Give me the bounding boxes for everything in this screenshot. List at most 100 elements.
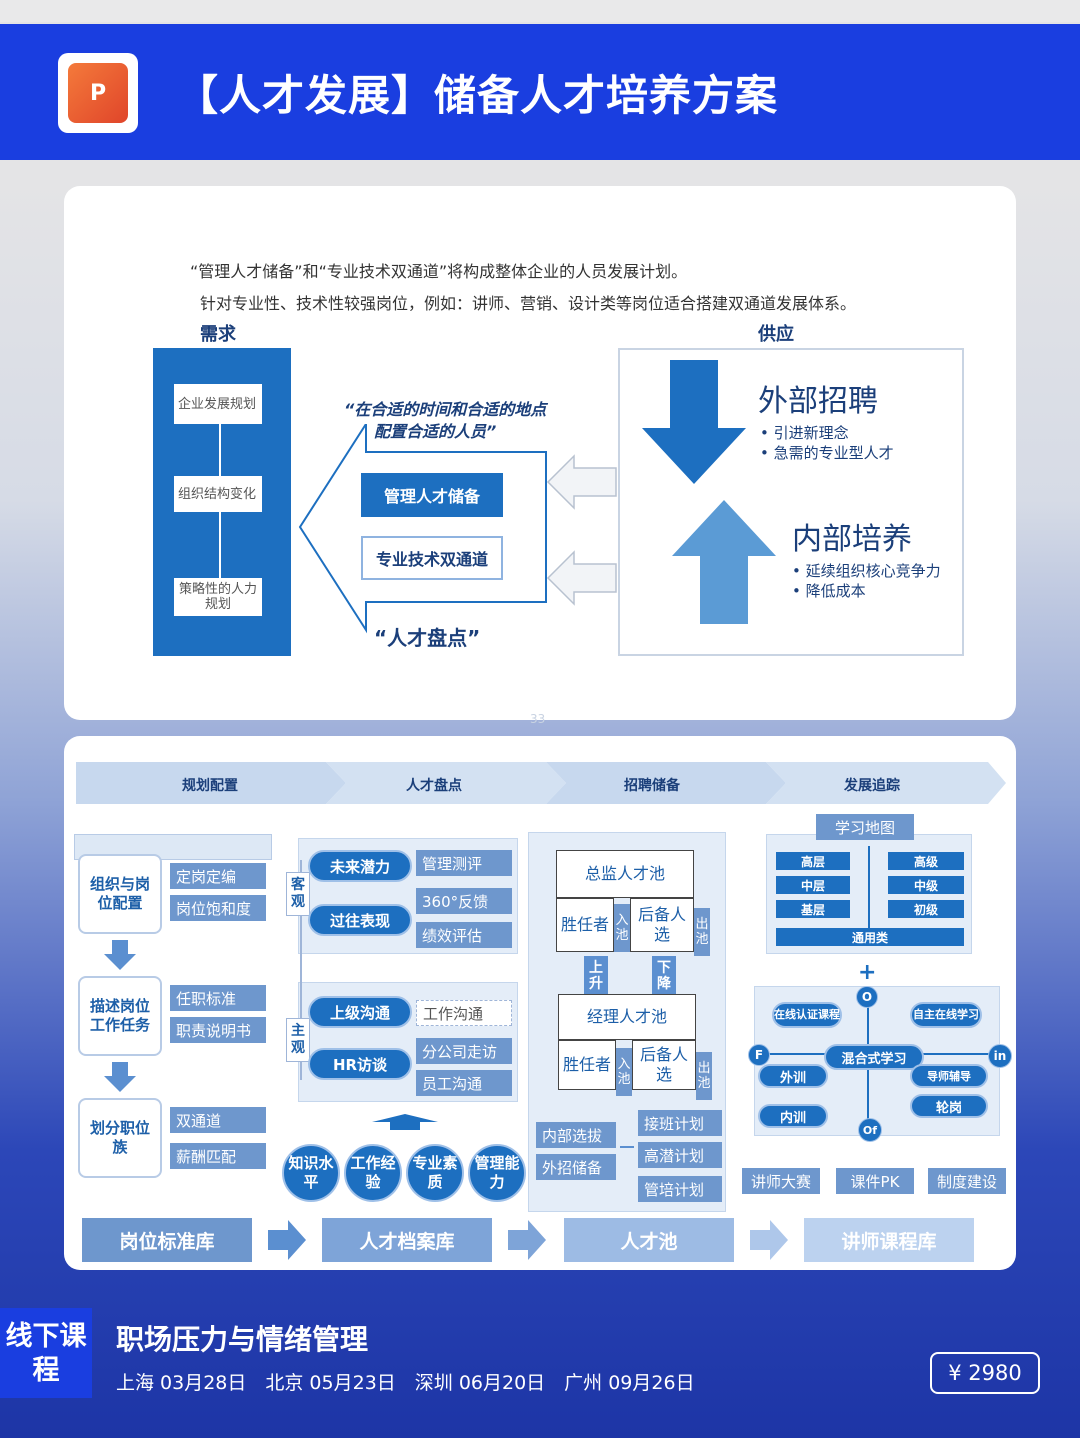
down-arrow-icon bbox=[104, 1062, 136, 1092]
left-block: 划分职位族 bbox=[78, 1098, 162, 1178]
competent-box: 胜任者 bbox=[558, 1040, 616, 1090]
up-tag: 上升 bbox=[584, 956, 608, 996]
general-level: 通用类 bbox=[776, 928, 964, 946]
demand-item: 组织结构变化 bbox=[174, 476, 262, 512]
eval-pill: 上级沟通 bbox=[308, 996, 412, 1028]
phase-label: 规划配置 bbox=[182, 778, 238, 794]
course-dates: 上海 03月28日 北京 05月23日 深圳 06月20日 广州 09月26日 bbox=[116, 1372, 695, 1394]
phase-banner bbox=[76, 762, 1006, 804]
quality-circle: 管理能力 bbox=[468, 1144, 526, 1202]
in-pool-tag: 入池 bbox=[614, 904, 630, 952]
tech-channel-box: 专业技术双通道 bbox=[361, 536, 503, 580]
bottom-chip: 讲师大赛 bbox=[742, 1168, 820, 1194]
left-chip: 定岗定编 bbox=[170, 863, 266, 889]
internal-train-title: 内部培养 bbox=[792, 522, 912, 557]
supply-label: 供应 bbox=[758, 324, 794, 345]
manager-pool: 经理人才池 bbox=[558, 994, 696, 1040]
slide-card-2: 规划配置 人才盘点 招聘储备 发展追踪 组织与岗位配置 描述岗位工作任务 划分职… bbox=[64, 736, 1016, 1270]
left-block: 组织与岗位配置 bbox=[78, 854, 162, 934]
left-chip: 岗位饱和度 bbox=[170, 895, 266, 921]
library-box: 讲师课程库 bbox=[804, 1218, 974, 1262]
eval-chip: 管理测评 bbox=[416, 850, 512, 876]
demand-item: 策略性的人力规划 bbox=[174, 578, 262, 616]
mixed-learning-pill: 混合式学习 bbox=[824, 1044, 924, 1070]
online-cert-pill: 在线认证课程 bbox=[772, 1002, 842, 1028]
mgmt-reserve-box: 管理人才储备 bbox=[361, 473, 503, 517]
level-right: 初级 bbox=[888, 900, 964, 918]
eval-chip: 绩效评估 bbox=[416, 922, 512, 948]
library-box: 人才档案库 bbox=[322, 1218, 492, 1262]
source-chip: 外招储备 bbox=[536, 1154, 616, 1180]
letter-in: in bbox=[988, 1044, 1012, 1068]
learning-map-title: 学习地图 bbox=[816, 814, 914, 840]
level-right: 中级 bbox=[888, 876, 964, 894]
source-chip: 内部选拔 bbox=[536, 1122, 616, 1148]
connector-line bbox=[300, 860, 302, 1080]
plan-chip: 管培计划 bbox=[638, 1176, 722, 1202]
plan-chip: 高潜计划 bbox=[638, 1142, 722, 1168]
level-left: 高层 bbox=[776, 852, 850, 870]
intro-line-2: 针对专业性、技术性较强岗位，例如：讲师、营销、设计类等岗位适合搭建双通道发展体系… bbox=[200, 294, 857, 313]
external-recruit-title: 外部招聘 bbox=[758, 384, 878, 419]
price-button[interactable]: ¥ 2980 bbox=[930, 1352, 1040, 1394]
int-item: • 延续组织核心竞争力 bbox=[792, 562, 941, 580]
course-title: 职场压力与情绪管理 bbox=[116, 1323, 369, 1356]
left-hollow-arrow bbox=[298, 424, 547, 634]
in-pool-tag: 入池 bbox=[616, 1048, 632, 1096]
demand-connector bbox=[219, 422, 221, 612]
connector-line bbox=[620, 1146, 634, 1148]
left-chip: 任职标准 bbox=[170, 985, 266, 1011]
down-arrow-icon bbox=[642, 360, 746, 484]
quality-circle: 工作经验 bbox=[344, 1144, 402, 1202]
eval-chip: 员工沟通 bbox=[416, 1070, 512, 1096]
ppt-icon: P bbox=[58, 53, 138, 133]
axis-line bbox=[868, 846, 870, 944]
demand-label: 需求 bbox=[200, 324, 236, 345]
level-right: 高级 bbox=[888, 852, 964, 870]
phase-label: 人才盘点 bbox=[406, 778, 462, 794]
ext-item: • 急需的专业型人才 bbox=[760, 444, 894, 462]
level-left: 中层 bbox=[776, 876, 850, 894]
phase-label: 招聘储备 bbox=[624, 778, 680, 794]
letter-o: O bbox=[856, 986, 878, 1008]
left-chip: 双通道 bbox=[170, 1107, 266, 1133]
page-title: 【人才发展】储备人才培养方案 bbox=[176, 71, 779, 120]
ext-item: • 引进新理念 bbox=[760, 424, 849, 442]
letter-f: F bbox=[748, 1044, 770, 1066]
left-chip: 薪酬匹配 bbox=[170, 1143, 266, 1169]
bottom-chip: 制度建设 bbox=[928, 1168, 1006, 1194]
right-arrow-icon bbox=[268, 1220, 306, 1260]
self-learning-pill: 自主在线学习 bbox=[910, 1002, 982, 1028]
backup-box: 后备人选 bbox=[632, 1040, 696, 1090]
eval-pill: HR访谈 bbox=[308, 1048, 412, 1080]
eval-chip: 360°反馈 bbox=[416, 888, 512, 914]
eval-pill: 过往表现 bbox=[308, 904, 412, 936]
eval-chip: 分公司走访 bbox=[416, 1038, 512, 1064]
left-block: 描述岗位工作任务 bbox=[78, 976, 162, 1056]
ppt-logo-mark: P bbox=[68, 63, 128, 123]
status-strip bbox=[0, 0, 1080, 22]
mentor-pill: 导师辅导 bbox=[910, 1064, 988, 1088]
slide-card-1: “管理人才储备”和“专业技术双通道”将构成整体企业的人员发展计划。 针对专业性、… bbox=[64, 186, 1016, 726]
down-tag: 下降 bbox=[652, 956, 676, 996]
gray-arrow-icon bbox=[546, 454, 617, 510]
library-box: 人才池 bbox=[564, 1218, 734, 1262]
backup-box: 后备人选 bbox=[630, 898, 694, 952]
out-pool-tag: 出池 bbox=[696, 1052, 712, 1100]
page-number: 33 bbox=[530, 712, 546, 726]
plan-chip: 接班计划 bbox=[638, 1110, 722, 1136]
up-arrow-icon bbox=[672, 500, 776, 624]
right-arrow-icon bbox=[750, 1220, 788, 1260]
out-pool-tag: 出池 bbox=[694, 908, 710, 956]
quality-circle: 知识水平 bbox=[282, 1144, 340, 1202]
eval-pill: 未来潜力 bbox=[308, 850, 412, 882]
demand-item: 企业发展规划 bbox=[174, 384, 262, 424]
header-bar bbox=[0, 24, 1080, 160]
library-box: 岗位标准库 bbox=[82, 1218, 252, 1262]
subjective-label: 主观 bbox=[286, 1018, 310, 1062]
quality-circle: 专业素质 bbox=[406, 1144, 464, 1202]
rotation-pill: 轮岗 bbox=[910, 1094, 988, 1118]
outside-train-pill: 外训 bbox=[758, 1064, 828, 1088]
director-pool: 总监人才池 bbox=[556, 850, 694, 898]
intro-line-1: “管理人才储备”和“专业技术双通道”将构成整体企业的人员发展计划。 bbox=[190, 262, 688, 281]
